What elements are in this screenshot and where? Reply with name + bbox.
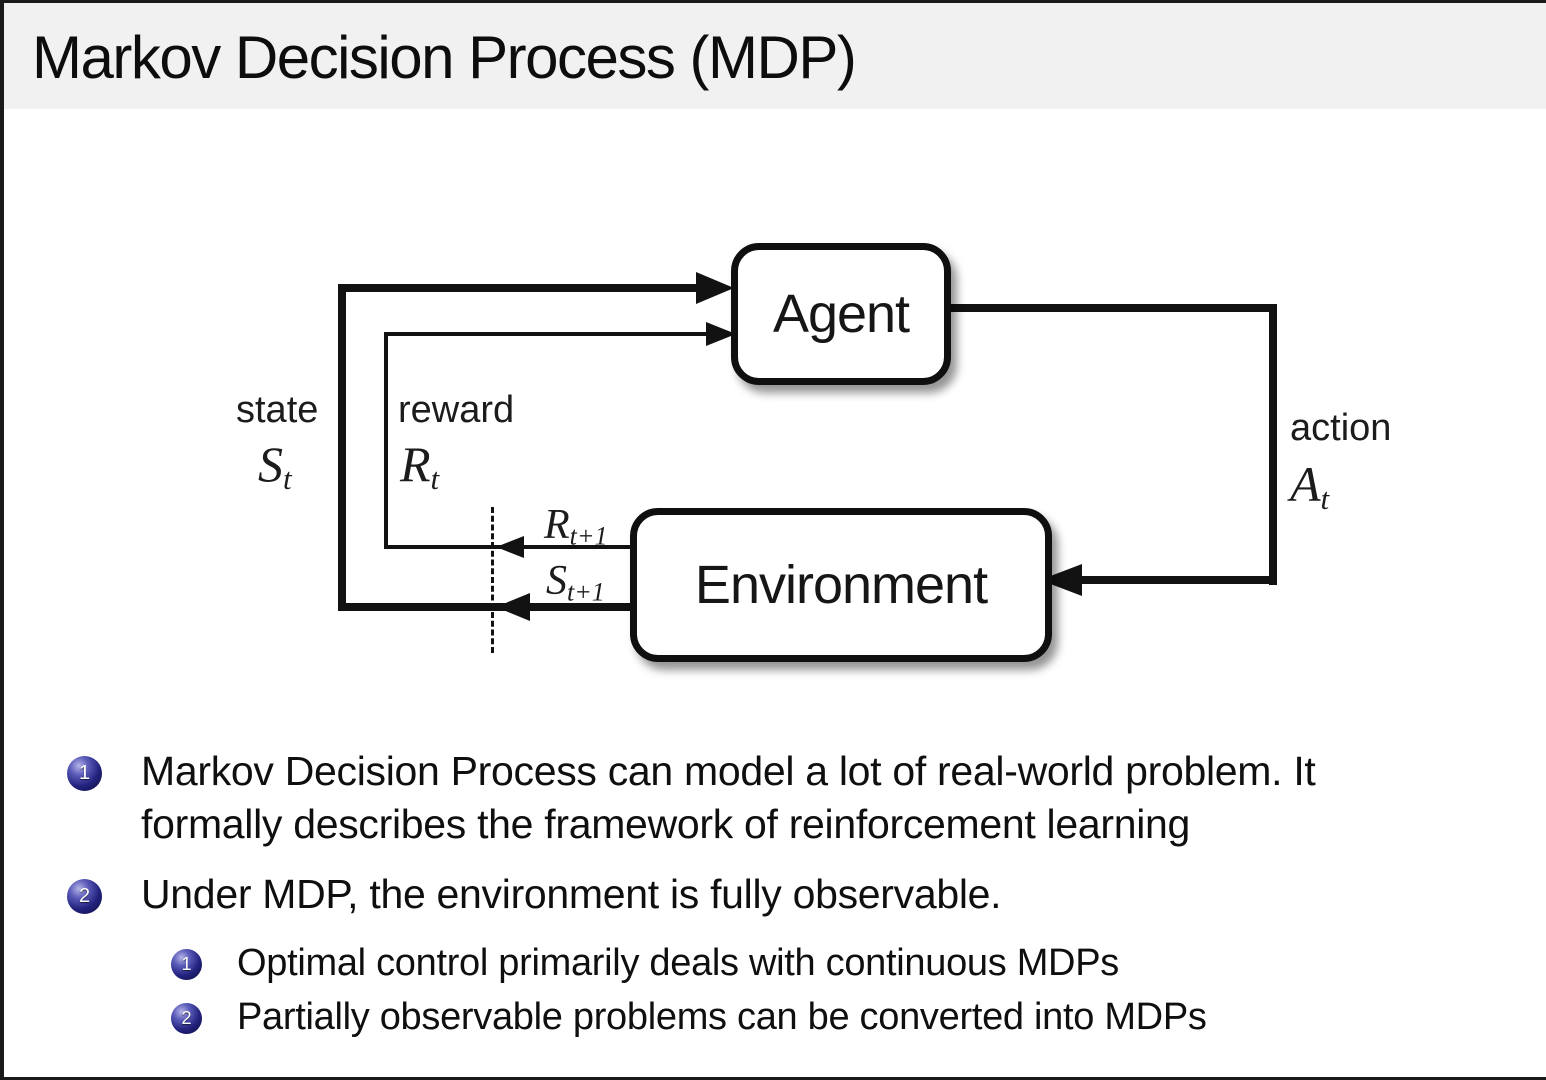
arrowhead-state-to-agent-icon bbox=[696, 272, 734, 304]
next-reward-symbol: Rt+1 bbox=[544, 502, 608, 551]
action-line-top bbox=[936, 304, 1277, 312]
reward-label: reward bbox=[398, 389, 515, 431]
timestep-dashed-line bbox=[491, 507, 494, 653]
list-subitem: Optimal control primarily deals with con… bbox=[237, 942, 1119, 984]
state-label: state bbox=[236, 389, 319, 431]
state-line-bottom bbox=[338, 603, 632, 611]
subitem-number-ball: 2 bbox=[171, 1003, 202, 1034]
subitem-number-ball: 1 bbox=[171, 949, 202, 980]
item-number-ball: 1 bbox=[67, 756, 102, 791]
page-title: Markov Decision Process (MDP) bbox=[32, 24, 857, 91]
next-state-symbol: St+1 bbox=[546, 558, 605, 607]
arrowhead-next-reward-icon bbox=[496, 536, 524, 558]
list-item: Markov Decision Process can model a lot … bbox=[141, 748, 1316, 847]
reward-line-left bbox=[384, 332, 388, 549]
action-symbol: At bbox=[1290, 456, 1330, 516]
environment-box-label: Environment bbox=[694, 555, 988, 615]
action-label: action bbox=[1290, 407, 1392, 449]
environment-box: Environment bbox=[630, 508, 1052, 662]
state-symbol: St bbox=[258, 436, 292, 496]
title-bar: Markov Decision Process (MDP) bbox=[4, 3, 1546, 109]
agent-box-label: Agent bbox=[772, 284, 910, 344]
action-line-bottom bbox=[1074, 576, 1277, 584]
list-item: Under MDP, the environment is fully obse… bbox=[141, 871, 1002, 917]
reward-symbol: Rt bbox=[400, 436, 440, 496]
item-number-ball: 2 bbox=[67, 879, 102, 914]
reward-line-top bbox=[384, 332, 710, 336]
action-line-right bbox=[1269, 304, 1277, 585]
state-line-top bbox=[338, 284, 700, 292]
state-line-left bbox=[338, 284, 346, 611]
list-subitem: Partially observable problems can be con… bbox=[237, 996, 1207, 1038]
agent-box: Agent bbox=[731, 243, 951, 385]
arrowhead-next-state-icon bbox=[496, 593, 530, 621]
